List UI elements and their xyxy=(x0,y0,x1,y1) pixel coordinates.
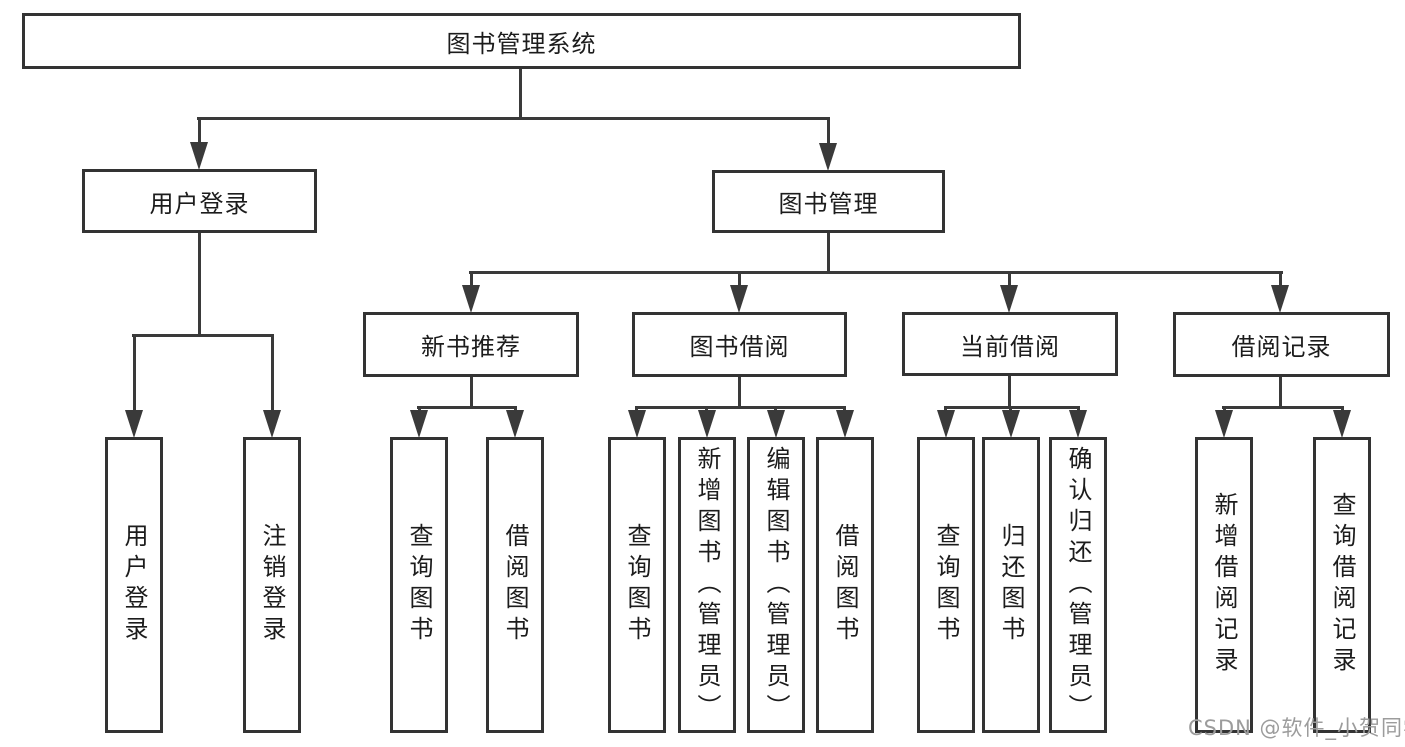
leaf-borrowing-query-books: 查询图书 xyxy=(608,437,666,733)
arrow-down-icon xyxy=(730,285,748,313)
connector-line xyxy=(827,233,830,274)
node-book-management: 图书管理 xyxy=(712,170,945,233)
connector-line xyxy=(470,271,473,288)
connector-line xyxy=(271,334,274,412)
node-user-login: 用户登录 xyxy=(82,169,317,233)
leaf-borrowing-edit-books-admin: 编辑图书（管理员） xyxy=(747,437,805,733)
leaf-borrowing-query-books-label: 查询图书 xyxy=(623,523,651,647)
connector-line xyxy=(1279,377,1282,408)
leaf-current-return-books: 归还图书 xyxy=(982,437,1040,733)
arrow-down-icon xyxy=(1000,285,1018,313)
leaf-current-query-books: 查询图书 xyxy=(917,437,975,733)
connector-line xyxy=(469,271,1283,274)
leaf-user-login: 用户登录 xyxy=(105,437,163,733)
node-root-library-system: 图书管理系统 xyxy=(22,13,1021,69)
connector-line xyxy=(738,271,741,288)
connector-line xyxy=(132,334,273,337)
arrow-down-icon xyxy=(1333,410,1351,438)
arrow-down-icon xyxy=(767,410,785,438)
connector-line xyxy=(738,377,741,408)
leaf-newbooks-query-books-label: 查询图书 xyxy=(405,523,433,647)
arrow-down-icon xyxy=(1002,410,1020,438)
leaf-borrowing-borrow-books: 借阅图书 xyxy=(816,437,874,733)
arrow-down-icon xyxy=(125,410,143,438)
leaf-newbooks-borrow-books: 借阅图书 xyxy=(486,437,544,733)
watermark-text: CSDN @软件_小贺同学 xyxy=(1188,716,1405,740)
leaf-user-login-label: 用户登录 xyxy=(120,523,148,647)
leaf-current-confirm-return-admin-label: 确认归还（管理员） xyxy=(1064,445,1092,725)
arrow-down-icon xyxy=(836,410,854,438)
connector-line xyxy=(470,377,473,408)
arrow-down-icon xyxy=(1215,410,1233,438)
leaf-records-query-record-label: 查询借阅记录 xyxy=(1328,492,1356,678)
arrow-down-icon xyxy=(937,410,955,438)
arrow-down-icon xyxy=(1271,285,1289,313)
leaf-borrowing-add-books-admin-label: 新增图书（管理员） xyxy=(693,445,721,725)
connector-line xyxy=(1008,376,1011,408)
connector-line xyxy=(1279,271,1282,288)
node-current-borrowing: 当前借阅 xyxy=(902,312,1118,376)
arrow-down-icon xyxy=(628,410,646,438)
leaf-records-add-record-label: 新增借阅记录 xyxy=(1210,492,1238,678)
arrow-down-icon xyxy=(462,285,480,313)
leaf-newbooks-borrow-books-label: 借阅图书 xyxy=(501,523,529,647)
connector-line xyxy=(198,233,201,336)
arrow-down-icon xyxy=(506,410,524,438)
leaf-records-query-record: 查询借阅记录 xyxy=(1313,437,1371,733)
node-new-book-recommend: 新书推荐 xyxy=(363,312,579,377)
connector-line xyxy=(944,406,1080,409)
connector-line xyxy=(417,406,517,409)
leaf-logout: 注销登录 xyxy=(243,437,301,733)
leaf-borrowing-edit-books-admin-label: 编辑图书（管理员） xyxy=(762,445,790,725)
connector-line xyxy=(1008,271,1011,288)
leaf-current-return-books-label: 归还图书 xyxy=(997,523,1025,647)
arrow-down-icon xyxy=(263,410,281,438)
arrow-down-icon xyxy=(410,410,428,438)
arrow-down-icon xyxy=(190,142,208,170)
leaf-borrowing-add-books-admin: 新增图书（管理员） xyxy=(678,437,736,733)
connector-line xyxy=(133,334,136,412)
connector-line xyxy=(827,117,830,146)
leaf-newbooks-query-books: 查询图书 xyxy=(390,437,448,733)
connector-line xyxy=(198,117,201,146)
arrow-down-icon xyxy=(698,410,716,438)
connector-line xyxy=(635,406,846,409)
leaf-records-add-record: 新增借阅记录 xyxy=(1195,437,1253,733)
leaf-current-query-books-label: 查询图书 xyxy=(932,523,960,647)
leaf-borrowing-borrow-books-label: 借阅图书 xyxy=(831,523,859,647)
arrow-down-icon xyxy=(819,143,837,171)
arrow-down-icon xyxy=(1069,410,1087,438)
node-borrow-records: 借阅记录 xyxy=(1173,312,1390,377)
leaf-logout-label: 注销登录 xyxy=(258,523,286,647)
leaf-current-confirm-return-admin: 确认归还（管理员） xyxy=(1049,437,1107,733)
connector-line xyxy=(519,69,522,118)
connector-line xyxy=(1222,406,1344,409)
connector-line xyxy=(197,117,830,120)
node-book-borrowing: 图书借阅 xyxy=(632,312,847,377)
